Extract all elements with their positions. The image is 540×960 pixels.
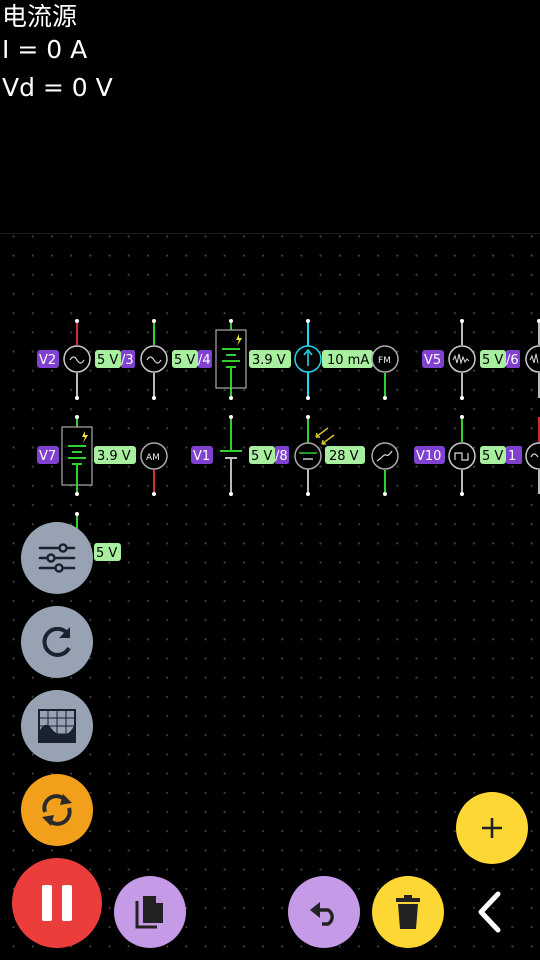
ac-source-v3[interactable] (140, 319, 168, 400)
copy-icon (135, 896, 163, 929)
svg-text:3.9 V: 3.9 V (252, 353, 286, 368)
chevron-left-icon (478, 891, 501, 933)
value-label-battery-1: 3.9 V (249, 350, 291, 368)
lightning-icon (236, 334, 242, 346)
battery-source-v7[interactable] (61, 415, 93, 496)
sync-button[interactable] (21, 774, 93, 846)
svg-text:5 V: 5 V (251, 449, 272, 464)
svg-text:10 mA: 10 mA (327, 353, 369, 368)
name-label-v2: V2 (37, 350, 59, 368)
current-source[interactable] (294, 319, 322, 400)
svg-text:V7: V7 (39, 449, 56, 464)
solar-cell[interactable] (294, 415, 335, 496)
svg-text:28 V: 28 V (329, 449, 359, 464)
lightning-icon (82, 431, 88, 443)
fm-source[interactable]: FM (371, 345, 399, 400)
svg-text:5 V: 5 V (174, 353, 195, 368)
svg-text:1: 1 (508, 449, 516, 464)
voltage-readout: Vd = 0 V (2, 73, 113, 102)
svg-text:3.9 V: 3.9 V (97, 449, 131, 464)
am-source[interactable]: AM (140, 442, 168, 496)
name-label-v1: V1 (191, 446, 213, 464)
pause-icon (42, 885, 72, 921)
plus-icon (482, 818, 502, 838)
sync-icon (42, 794, 72, 826)
noise-source-edge[interactable] (525, 319, 540, 398)
svg-text:5 V: 5 V (97, 353, 118, 368)
name-label-v7: V7 (37, 446, 59, 464)
svg-text:V1: V1 (193, 449, 210, 464)
value-label-v10: 5 V 1 (480, 446, 522, 464)
svg-text:5 V: 5 V (482, 449, 503, 464)
current-readout: I = 0 A (2, 35, 88, 64)
delete-button[interactable] (372, 876, 444, 948)
oscilloscope-icon (38, 709, 76, 743)
pause-button[interactable] (12, 858, 102, 948)
value-label-v3: 5 V /4 (172, 350, 212, 368)
arrow-up-icon (303, 348, 313, 356)
oscilloscope-button[interactable] (21, 690, 93, 762)
undo-button[interactable] (288, 876, 360, 948)
reset-button[interactable] (21, 606, 93, 678)
settings-button[interactable] (21, 522, 93, 594)
svg-text:V2: V2 (39, 353, 56, 368)
value-label-solar-cell: 28 V (325, 446, 365, 464)
ac-source-edge[interactable] (525, 417, 540, 494)
svg-text:5 V: 5 V (96, 546, 117, 561)
sweep-source[interactable] (371, 442, 399, 496)
value-label-v7: 3.9 V (94, 446, 136, 464)
svg-text:AM: AM (146, 453, 160, 463)
value-label-v5: 5 V /6 (480, 350, 520, 368)
component-title: 电流源 (2, 2, 78, 31)
copy-button[interactable] (114, 876, 186, 948)
trash-icon (396, 895, 420, 929)
svg-text:5 V: 5 V (482, 353, 503, 368)
name-label-v5: V5 (422, 350, 444, 368)
value-label-v2: 5 V /3 (95, 350, 135, 368)
add-component-button[interactable] (456, 792, 528, 864)
back-button[interactable] (458, 880, 518, 944)
square-source-v10[interactable] (448, 415, 476, 496)
svg-text:/6: /6 (506, 353, 519, 368)
svg-text:V5: V5 (424, 353, 441, 368)
ac-source-v2[interactable] (63, 319, 91, 400)
dc-source-v1[interactable] (220, 415, 242, 496)
light-arrow-icon (315, 427, 329, 438)
battery-source-1[interactable] (215, 319, 247, 400)
svg-text:FM: FM (378, 356, 391, 366)
svg-text:/4: /4 (198, 353, 211, 368)
name-label-v10: V10 (414, 446, 445, 464)
reset-icon (42, 626, 71, 657)
svg-text:V10: V10 (416, 449, 441, 464)
svg-text:/3: /3 (121, 353, 134, 368)
noise-source-v5[interactable] (448, 319, 476, 400)
svg-text:/8: /8 (275, 449, 288, 464)
light-arrow-icon (321, 434, 335, 445)
value-label-v1: 5 V /8 (249, 446, 289, 464)
sliders-icon (38, 543, 76, 573)
undo-icon (310, 902, 334, 926)
info-panel: 电流源 I = 0 A Vd = 0 V (0, 0, 540, 234)
value-label-bottom-source: 5 V (94, 543, 121, 561)
value-label-current-source: 10 mA (322, 350, 373, 368)
